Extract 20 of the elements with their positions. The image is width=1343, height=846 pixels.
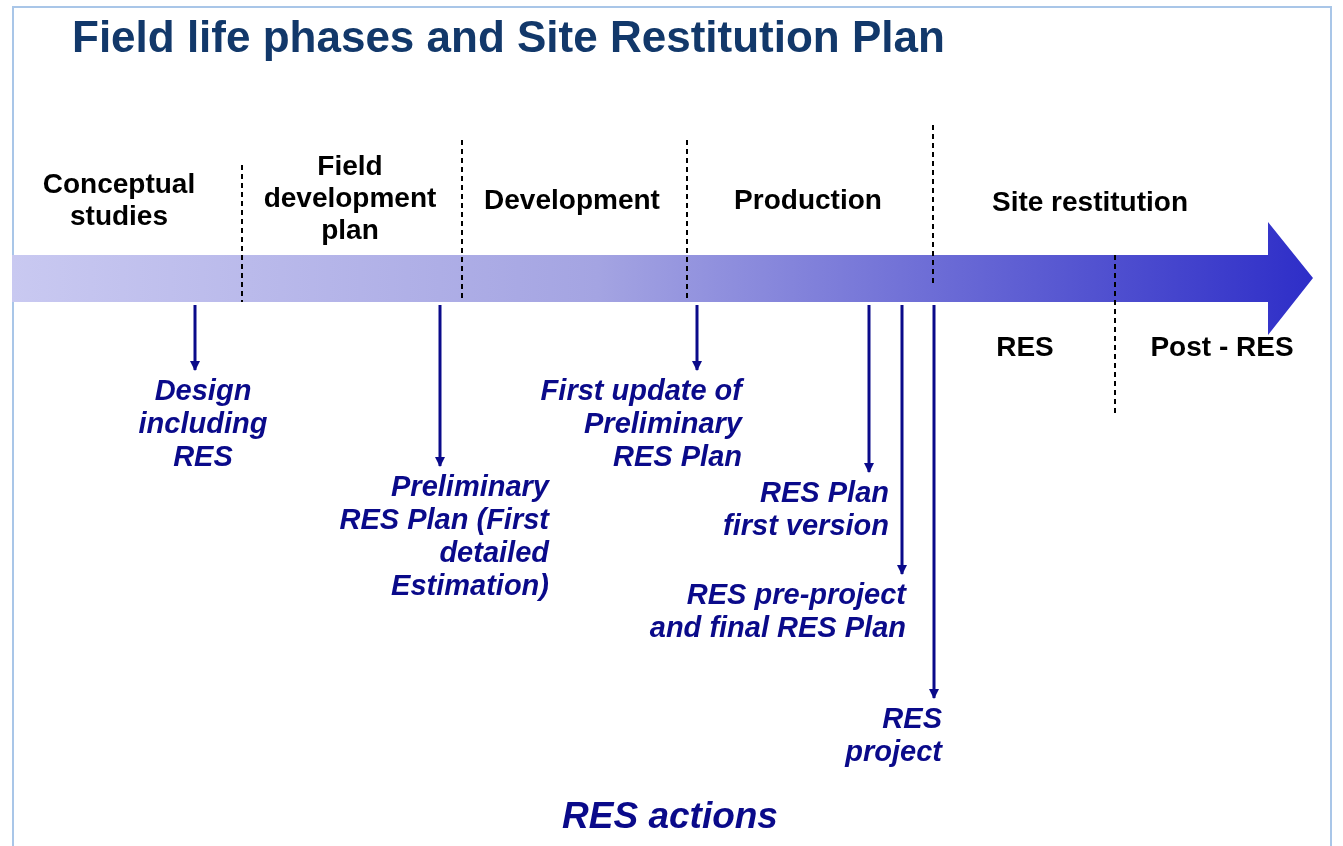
phase-label: Site restitution [991, 186, 1189, 218]
caption-text: RES actions [561, 800, 779, 832]
arrow [190, 305, 200, 371]
arrow [929, 305, 939, 699]
arrow [435, 305, 445, 467]
phase-label: Production [733, 184, 883, 216]
action-text: Preliminary RES Plan (First detailed Estimation) [339, 470, 549, 602]
phase-label: Development [483, 184, 661, 216]
phase-label: Conceptual studies [41, 168, 197, 232]
action-text: RES project [843, 702, 942, 768]
period-label: RES [995, 331, 1055, 363]
arrow [864, 305, 874, 473]
phase-label: Field development plan [262, 150, 438, 246]
action-text: RES Plan first version [722, 476, 889, 542]
arrow [897, 305, 907, 575]
action-text: RES pre-project and final RES Plan [648, 578, 906, 644]
arrow [692, 305, 702, 371]
action-text: Design including RES [137, 374, 269, 473]
diagram-title: Field life phases and Site Restitution Plan [72, 12, 945, 62]
period-label: Post - RES [1149, 331, 1295, 363]
